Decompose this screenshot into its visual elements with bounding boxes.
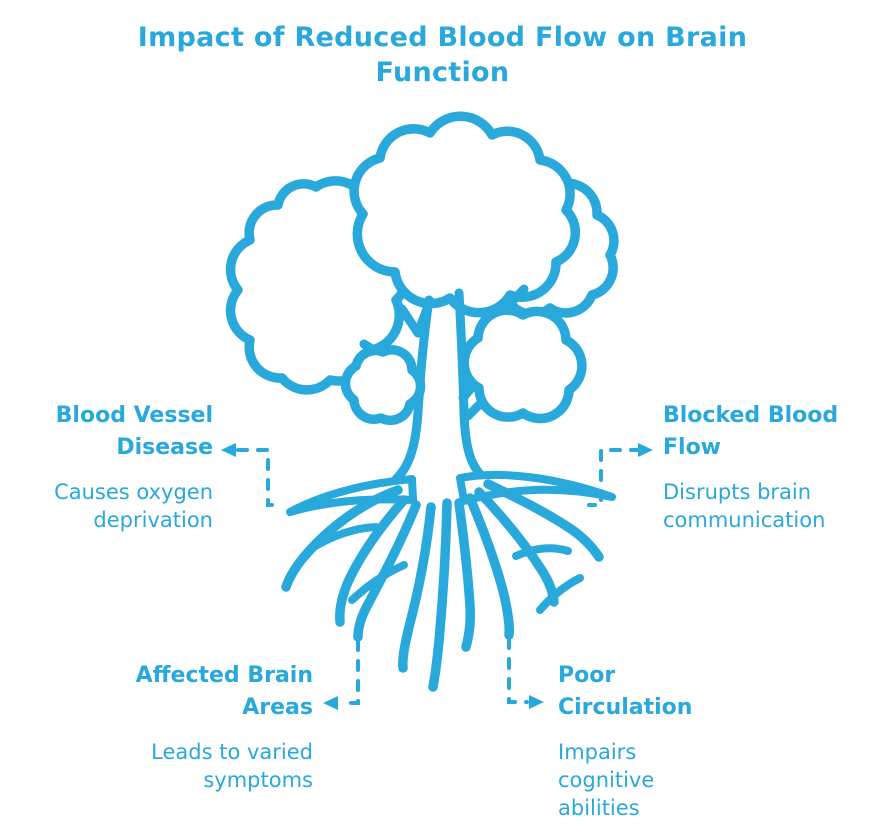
connector-blood-vessel-disease xyxy=(236,448,282,507)
node-blocked-blood-flow: Blocked Blood Flow Disrupts brain commun… xyxy=(663,400,868,534)
node-label: Affected Brain Areas xyxy=(135,663,313,720)
node-blood-vessel-disease: Blood Vessel Disease Causes oxygen depri… xyxy=(23,400,213,534)
node-description: Disrupts brain communication xyxy=(663,479,826,532)
node-label: Poor Circulation xyxy=(558,663,693,720)
canopy-cloud-top xyxy=(349,111,581,318)
root-strand xyxy=(335,495,409,627)
connector-blocked-blood-flow xyxy=(587,448,642,507)
tree-canopy-small xyxy=(340,305,587,426)
node-description: Leads to varied symptoms xyxy=(151,739,313,792)
root-claw xyxy=(512,544,572,560)
root-strand-center xyxy=(428,498,452,692)
canopy-cloud-small-left xyxy=(340,345,426,426)
trunk-right-edge xyxy=(454,288,489,483)
root-strand xyxy=(454,498,475,652)
arrowhead-blocked-blood-flow xyxy=(638,443,653,457)
root-strand xyxy=(281,485,403,592)
arrowhead-poor-circulation xyxy=(529,695,544,709)
node-description: Impairs cognitive abilities xyxy=(558,739,655,821)
root-strand xyxy=(483,479,604,562)
node-affected-brain-areas: Affected Brain Areas Leads to varied sym… xyxy=(108,660,313,794)
canopy-cloud-small-right xyxy=(459,305,587,424)
trunk-left-edge xyxy=(391,295,434,484)
root-strand-to-affected-brain xyxy=(353,500,421,642)
arrowhead-affected-brain-areas xyxy=(323,696,338,710)
node-description: Causes oxygen deprivation xyxy=(54,479,213,532)
root-claw xyxy=(348,561,408,604)
node-poor-circulation: Poor Circulation Impairs cognitive abili… xyxy=(558,660,713,822)
tree-roots xyxy=(281,470,616,692)
page-title-text: Impact of Reduced Blood Flow on Brain Fu… xyxy=(137,22,748,89)
node-label: Blocked Blood Flow xyxy=(663,403,839,460)
root-strand xyxy=(474,487,559,607)
root-strand-to-poor-circulation xyxy=(465,493,514,640)
node-label: Blood Vessel Disease xyxy=(55,403,213,460)
connector-poor-circulation xyxy=(507,637,529,704)
connector-affected-brain-areas xyxy=(338,639,360,705)
root-strand xyxy=(398,502,436,673)
page-title: Impact of Reduced Blood Flow on Brain Fu… xyxy=(0,20,885,90)
tree-canopy xyxy=(225,111,619,395)
trunk-notch xyxy=(397,296,435,338)
root-claw xyxy=(308,523,380,552)
connectors xyxy=(221,443,653,710)
arrowhead-blood-vessel-disease xyxy=(221,443,236,457)
root-claw xyxy=(536,574,584,614)
